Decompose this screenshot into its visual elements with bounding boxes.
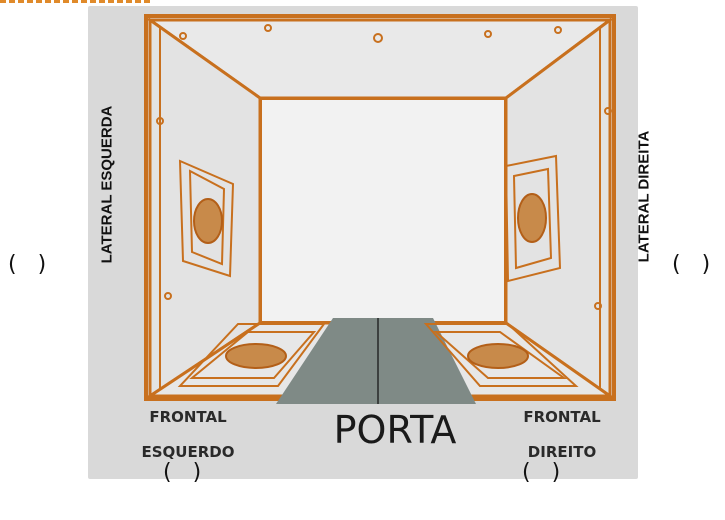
label-frontal-direito-2: DIREITO [527,443,597,461]
rivet [179,32,187,40]
rivet [484,30,492,38]
rivet [164,292,172,300]
rivet [554,26,562,34]
label-frontal-esquerdo-2: ESQUERDO [141,443,235,461]
answer-blank-bottom-left[interactable]: ( ) [163,460,202,485]
oven-back-wall [258,96,508,325]
label-frontal-direito-1: FRONTAL [523,408,601,426]
rivet [373,33,383,43]
answer-blank-left[interactable]: ( ) [8,252,47,277]
decorative-dashed-mark [0,0,150,6]
oven-interior-diagram [88,6,638,479]
left-lateral-burner [178,159,235,278]
label-porta: PORTA [333,408,457,452]
label-frontal-esquerdo-1: FRONTAL [149,408,227,426]
answer-blank-bottom-right[interactable]: ( ) [522,460,561,485]
rivet [594,302,602,310]
label-lateral-esquerda: LATERAL ESQUERDA [98,105,116,264]
right-frontal-burner [423,323,579,387]
answer-blank-right[interactable]: ( ) [672,252,711,277]
oven-interior-drawing [144,14,616,404]
rivet [264,24,272,32]
left-frontal-burner [177,323,326,387]
rivet [156,117,164,125]
label-lateral-direita: LATERAL DIREITA [635,130,653,263]
door-panel [276,318,476,404]
right-lateral-burner [504,154,562,283]
rivet [604,107,612,115]
